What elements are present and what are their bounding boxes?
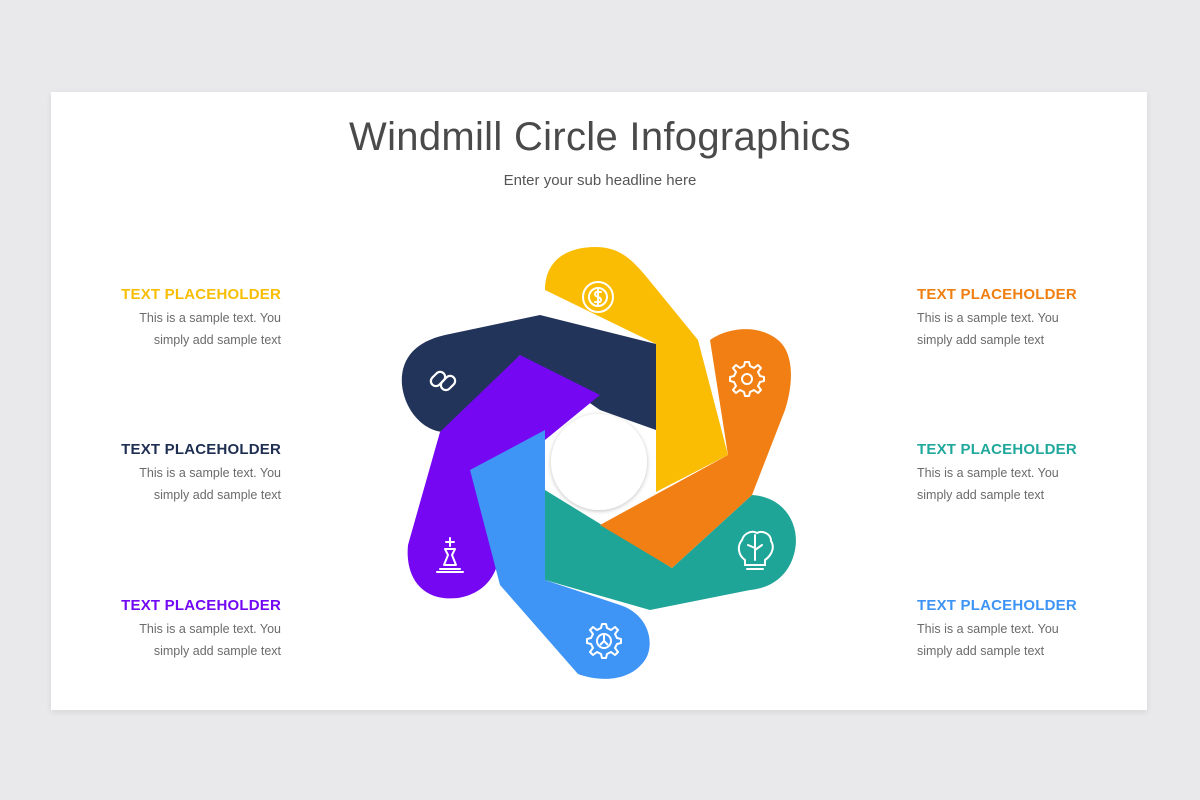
text-block-1: TEXT PLACEHOLDER This is a sample text. … <box>61 286 281 347</box>
block-text-line: simply add sample text <box>153 644 281 658</box>
gear-icon <box>729 361 765 397</box>
block-text-line: This is a sample text. You <box>917 466 1059 480</box>
block-heading: TEXT PLACEHOLDER <box>917 441 1077 458</box>
block-text-line: simply add sample text <box>917 644 1045 658</box>
wheel-segment-blue <box>470 430 650 679</box>
block-heading: TEXT PLACEHOLDER <box>121 597 281 614</box>
link-icon <box>429 370 457 392</box>
text-block-3: TEXT PLACEHOLDER This is a sample text. … <box>61 597 281 658</box>
wheel-segment-navy <box>401 315 656 432</box>
block-text-line: simply add sample text <box>917 333 1045 347</box>
text-block-6: TEXT PLACEHOLDER This is a sample text. … <box>917 597 1137 658</box>
block-heading: TEXT PLACEHOLDER <box>121 441 281 458</box>
block-heading: TEXT PLACEHOLDER <box>917 597 1077 614</box>
wheel-segment-yellow <box>545 247 728 492</box>
brain-bulb-icon <box>737 530 774 570</box>
wheel-center-ring <box>551 414 647 510</box>
settings-gear-icon <box>586 623 622 659</box>
block-text-line: simply add sample text <box>153 333 281 347</box>
text-block-5: TEXT PLACEHOLDER This is a sample text. … <box>917 441 1137 502</box>
block-text-line: This is a sample text. You <box>139 311 281 325</box>
text-block-2: TEXT PLACEHOLDER This is a sample text. … <box>61 441 281 502</box>
page-subtitle: Enter your sub headline here <box>503 172 697 189</box>
block-text-line: This is a sample text. You <box>139 466 281 480</box>
page-title: Windmill Circle Infographics <box>349 115 851 159</box>
wheel-segment-teal <box>545 490 796 610</box>
block-heading: TEXT PLACEHOLDER <box>121 286 281 303</box>
text-block-4: TEXT PLACEHOLDER This is a sample text. … <box>917 286 1137 347</box>
block-text-line: simply add sample text <box>917 488 1045 502</box>
wheel-segment-orange <box>600 329 791 568</box>
block-heading: TEXT PLACEHOLDER <box>917 286 1077 303</box>
block-text-line: This is a sample text. You <box>917 622 1059 636</box>
block-text-line: This is a sample text. You <box>139 622 281 636</box>
chess-king-icon <box>436 537 464 573</box>
block-text-line: This is a sample text. You <box>917 311 1059 325</box>
block-text-line: simply add sample text <box>153 488 281 502</box>
dollar-coin-icon <box>582 281 614 313</box>
